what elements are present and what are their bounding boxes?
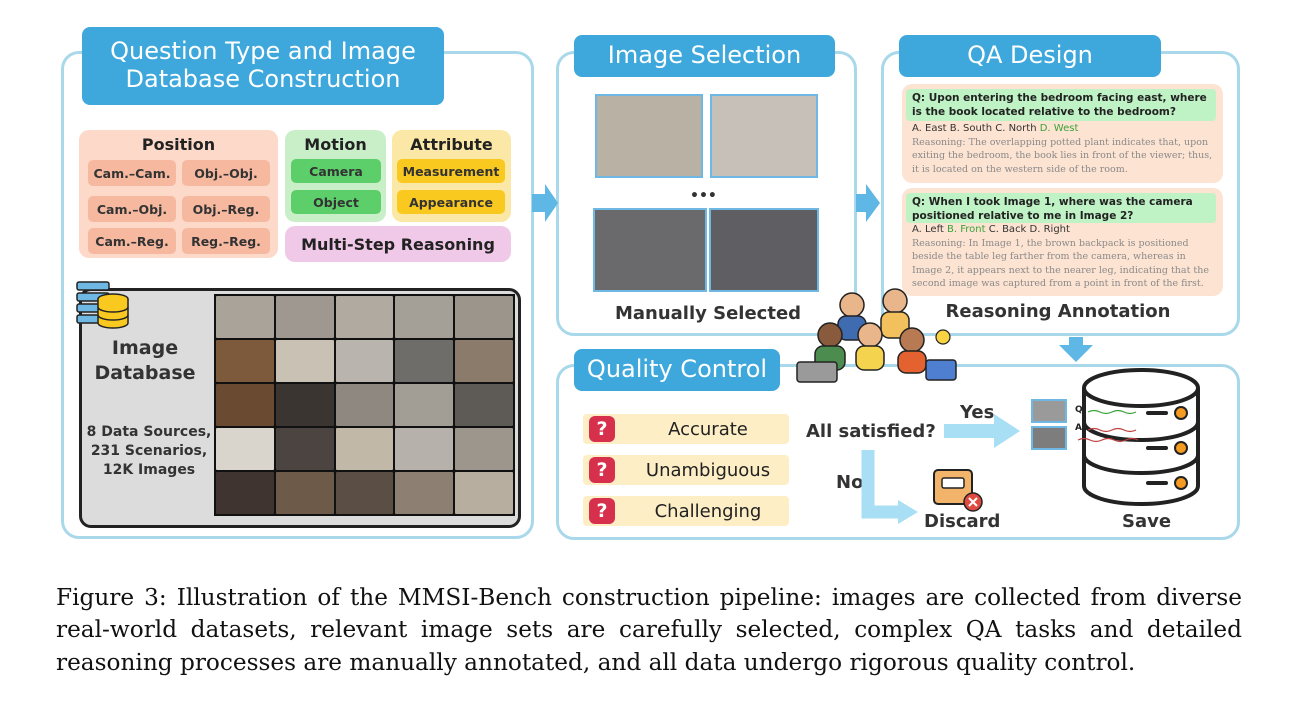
position-title: Position [141,135,216,154]
criterion-challenging: ? Challenging [583,496,789,526]
db-photo [395,428,454,470]
db-photo [216,384,274,426]
manually-selected-label: Manually Selected [614,303,802,324]
chip-cam-obj: Cam.–Obj. [88,196,176,222]
yes-label: Yes [960,402,995,423]
arrow-down-icon [1059,337,1093,362]
motion-title: Motion [304,135,367,154]
qa-reasoning-2: Reasoning: In Image 1, the brown backpac… [912,238,1209,289]
db-photo [275,472,334,514]
stat-images: 12K Images [102,462,196,478]
db-photo [395,340,454,382]
db-photo [455,296,513,338]
criterion-unambiguous: ? Unambiguous [583,455,789,485]
qa-reasoning-1: Reasoning: The overlapping potted plant … [912,137,1213,175]
db-photo [216,428,274,470]
option-text: C. Back D. Right [988,224,1070,235]
multistep-label: Multi-Step Reasoning [301,234,495,254]
option-text: A. Left [912,224,944,235]
db-photo [395,384,454,426]
db-photo [216,472,274,514]
selected-photo [710,94,818,178]
saved-photo [1031,426,1067,450]
quality-panel-title: Quality Control [574,349,780,391]
all-satisfied-label: All satisfied? [806,421,936,442]
db-photo [275,340,334,382]
image-database-title-2: Database [94,362,196,384]
db-photo [335,428,394,470]
construction-panel-title: Question Type and Image Database Constru… [82,27,444,105]
criterion-label: Unambiguous [645,459,771,481]
db-photo [455,384,513,426]
criterion-accurate: ? Accurate [583,414,789,444]
arrow-right-icon [856,184,880,222]
attribute-title: Attribute [410,135,493,154]
q-text: Upon entering the bedroom facing east, w… [912,92,1207,119]
saved-q-tag: Q: [1075,405,1087,415]
saved-qa-card: Q: A: [1071,400,1147,448]
multistep-group: Multi-Step Reasoning [285,226,511,262]
db-photo [395,472,454,514]
selected-photo [595,94,703,178]
question-mark-icon: ? [589,457,615,483]
chip-reg-reg: Reg.–Reg. [182,228,270,254]
question-mark-icon: ? [589,416,615,442]
db-photo [275,428,334,470]
qa-options-2: A. Left B. Front C. Back D. Right [912,224,1070,235]
db-photo [216,296,274,338]
db-photo [335,384,394,426]
chip-cam-cam: Cam.–Cam. [88,160,176,186]
selected-photo [593,208,707,292]
chip-appearance: Appearance [397,190,505,214]
db-photo [335,296,394,338]
db-photo [275,384,334,426]
qa-panel-title: QA Design [899,35,1161,77]
qa-question-1: Q: Upon entering the bedroom facing east… [906,89,1216,121]
db-photo [395,296,454,338]
saved-photo [1031,399,1067,423]
chip-object: Object [291,190,381,214]
db-photo [455,472,513,514]
figure-caption: Figure 3: Illustration of the MMSI-Bench… [56,584,1242,676]
reasoning-annotation-label: Reasoning Annotation [945,301,1171,322]
qa-options-1: A. East B. South C. North D. West [912,123,1078,134]
db-photo [455,428,513,470]
question-mark-icon: ? [589,498,615,524]
save-label: Save [1122,511,1172,532]
db-photo [275,296,334,338]
image-database-grid [214,294,515,516]
selection-panel-title: Image Selection [574,35,835,77]
stat-data-sources: 8 Data Sources, [86,424,212,440]
db-photo [335,472,394,514]
q-text: When I took Image 1, where was the camer… [912,196,1193,223]
chip-obj-obj: Obj.–Obj. [182,160,270,186]
criterion-label: Challenging [654,500,762,522]
no-label: No [836,472,864,493]
image-database-title-1: Image [111,337,179,359]
chip-camera: Camera [291,159,381,183]
selection-ellipsis: ••• [690,188,717,204]
selected-photo [709,208,819,292]
db-photo [455,340,513,382]
qa-question-2: Q: When I took Image 1, where was the ca… [906,193,1216,223]
q-prefix: Q: [912,92,926,104]
db-photo [335,340,394,382]
option-text: A. East B. South C. North [912,123,1037,134]
chip-obj-reg: Obj.–Reg. [182,196,270,222]
chip-measurement: Measurement [397,159,505,183]
answer-option: D. West [1039,123,1079,134]
arrow-right-icon [532,184,558,222]
criterion-label: Accurate [668,418,748,440]
q-prefix: Q: [912,196,926,208]
saved-a-tag: A: [1075,423,1086,433]
discard-label: Discard [924,511,1001,532]
chip-cam-reg: Cam.–Reg. [88,228,176,254]
stat-scenarios: 231 Scenarios, [90,443,208,459]
db-photo [216,340,274,382]
answer-option: B. Front [947,224,986,235]
